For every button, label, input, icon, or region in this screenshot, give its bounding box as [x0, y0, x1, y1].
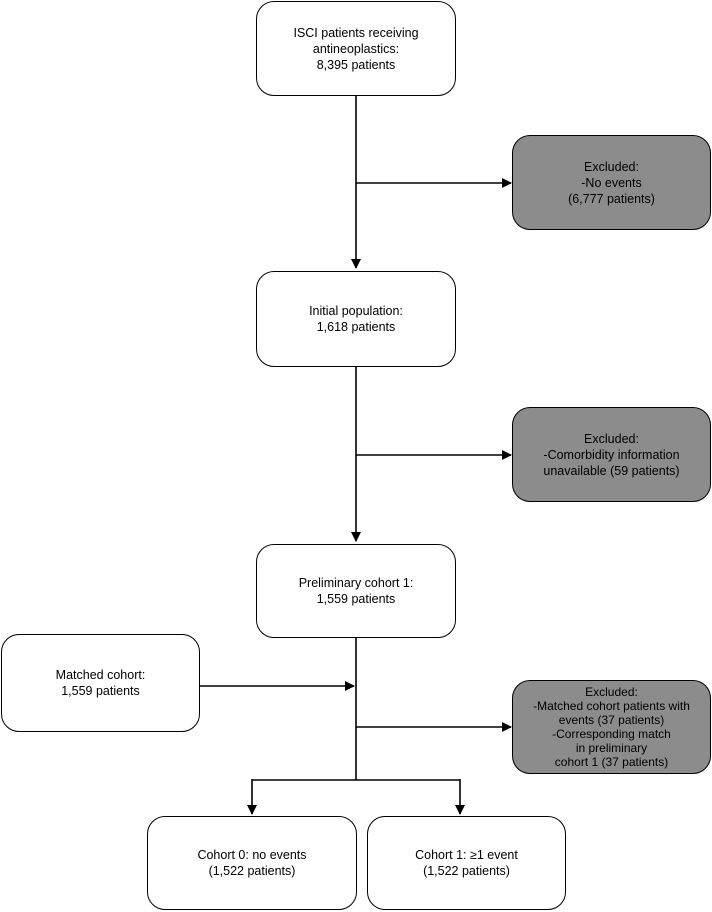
- matched-line-2: 1,559 patients: [61, 684, 140, 698]
- cohort-1-line-1: Cohort 1: ≥1 event: [415, 848, 518, 862]
- excluded-3-line-4: -Corresponding match: [552, 727, 671, 741]
- excluded-1-line-3: (6,777 patients): [568, 191, 655, 206]
- source-population-box: ISCI patients receiving antineoplastics:…: [256, 1, 456, 96]
- excluded-1-line-1: Excluded:: [584, 159, 639, 174]
- excluded-2-line-2: -Comorbidity information: [543, 447, 680, 462]
- excluded-matched-events-box: Excluded: -Matched cohort patients with …: [512, 680, 711, 774]
- excluded-3-line-2: -Matched cohort patients with: [533, 699, 690, 713]
- matched-cohort-box: Matched cohort: 1,559 patients: [1, 634, 200, 732]
- cohort-0-line-1: Cohort 0: no events: [197, 848, 307, 862]
- excluded-no-events-box: Excluded: -No events (6,777 patients): [512, 135, 711, 230]
- excluded-3-line-3: events (37 patients): [558, 713, 665, 727]
- source-line-1: ISCI patients receiving: [293, 25, 419, 40]
- cohort-1-box: Cohort 1: ≥1 event (1,522 patients): [367, 816, 566, 910]
- excluded-3-line-5: in preliminary: [575, 741, 648, 755]
- excluded-comorbidity-box: Excluded: -Comorbidity information unava…: [512, 407, 711, 502]
- excluded-1-line-2: -No events: [581, 175, 642, 190]
- excluded-3-line-1: Excluded:: [585, 685, 638, 699]
- source-line-3: 8,395 patients: [316, 57, 396, 72]
- cohort-0-box: Cohort 0: no events (1,522 patients): [147, 816, 357, 910]
- excluded-2-line-3: unavailable (59 patients): [543, 463, 680, 478]
- preliminary-line-2: 1,559 patients: [316, 592, 396, 606]
- preliminary-cohort-box: Preliminary cohort 1: 1,559 patients: [256, 544, 456, 638]
- initial-population-box: Initial population: 1,618 patients: [256, 271, 456, 367]
- cohort-1-line-2: (1,522 patients): [423, 864, 510, 878]
- excluded-3-line-6: cohort 1 (37 patients): [554, 755, 669, 769]
- excluded-2-line-1: Excluded:: [584, 431, 639, 446]
- initial-line-1: Initial population:: [309, 304, 403, 318]
- initial-line-2: 1,618 patients: [316, 320, 396, 334]
- cohort-0-line-2: (1,522 patients): [208, 864, 296, 878]
- matched-line-1: Matched cohort:: [55, 668, 146, 682]
- preliminary-line-1: Preliminary cohort 1:: [298, 576, 414, 590]
- source-line-2: antineoplastics:: [312, 41, 400, 56]
